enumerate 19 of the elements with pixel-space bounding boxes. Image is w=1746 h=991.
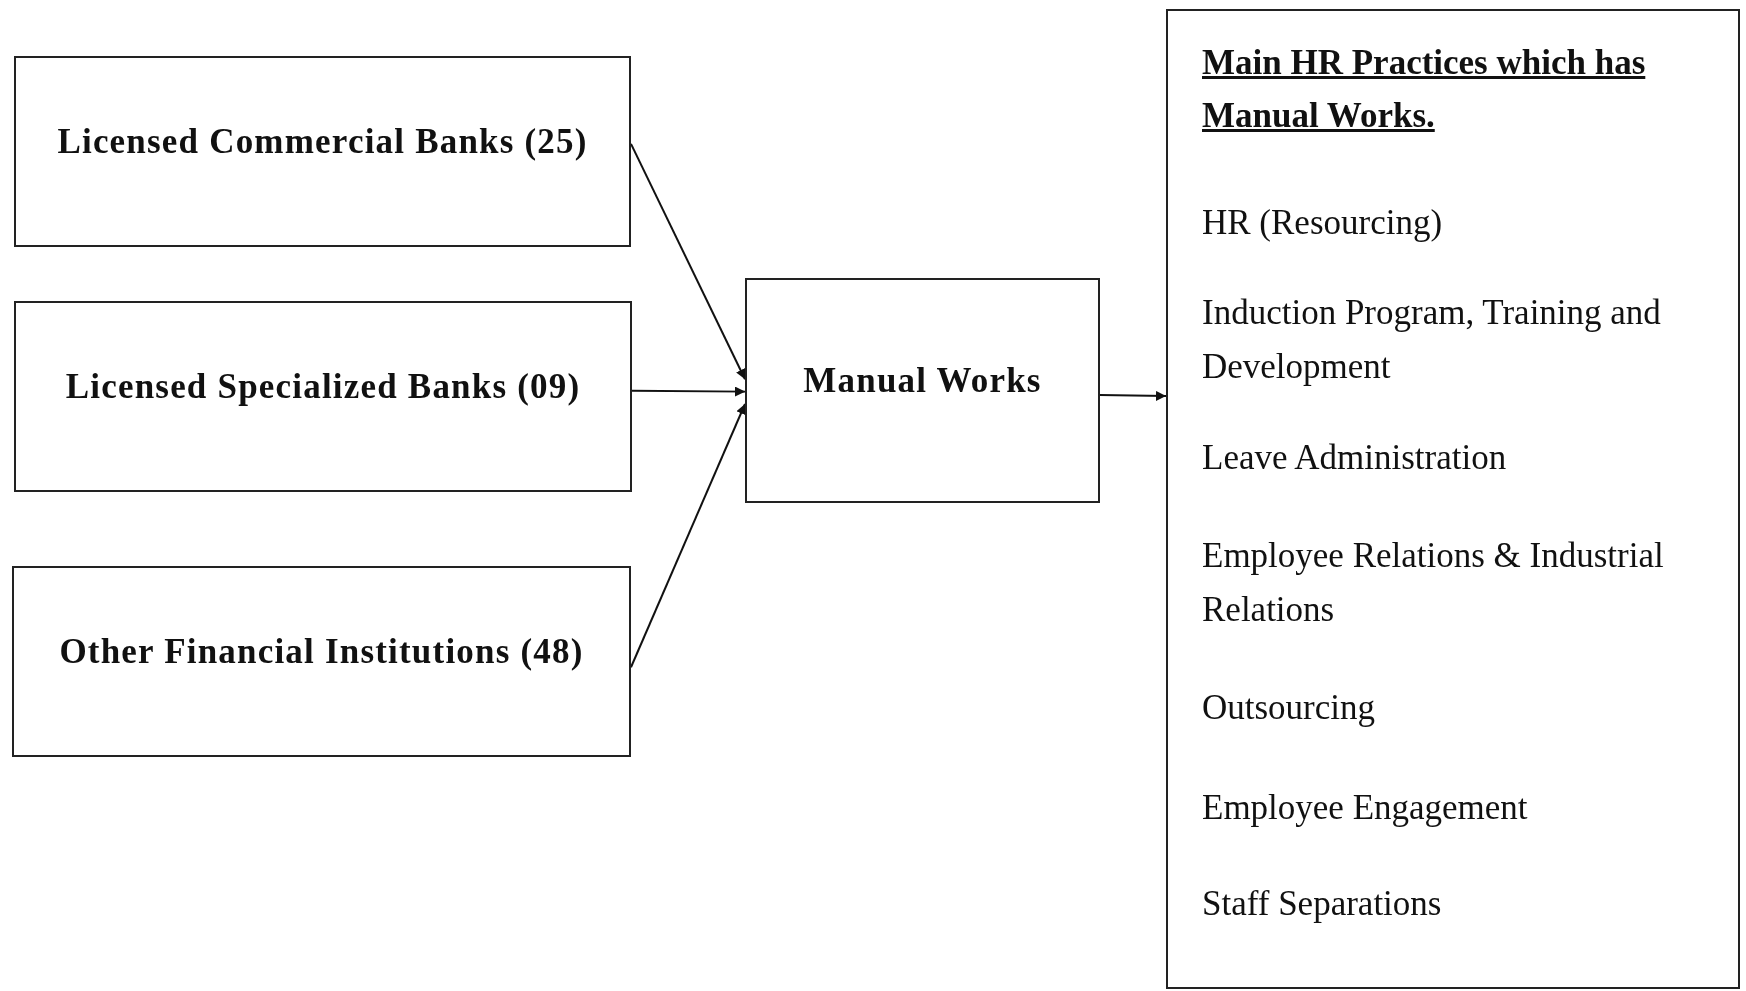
list-item: Employee Relations & Industrial Relations [1202, 535, 1665, 632]
list-item: Outsourcing [1202, 687, 1377, 729]
process-box [745, 278, 1100, 503]
box-label: Licensed Specialized Banks (09) [65, 365, 581, 408]
list-item: Staff Separations [1202, 883, 1443, 925]
list-item: HR (Resourcing) [1202, 202, 1444, 244]
arrow [1099, 390, 1167, 401]
box-label: Licensed Commercial Banks (25) [57, 120, 588, 163]
list-box [1166, 9, 1740, 989]
list-heading: Main HR Practices which has Manual Works. [1202, 42, 1647, 137]
process-box [14, 56, 631, 247]
process-box [14, 301, 632, 492]
list-item: Leave Administration [1202, 437, 1508, 479]
list-item: Induction Program, Training and Development [1202, 292, 1662, 389]
arrow [631, 386, 746, 397]
process-box [12, 566, 631, 757]
box-label: Manual Works [803, 359, 1042, 402]
list-item: Employee Engagement [1202, 787, 1529, 829]
box-label: Other Financial Institutions (48) [59, 630, 584, 673]
